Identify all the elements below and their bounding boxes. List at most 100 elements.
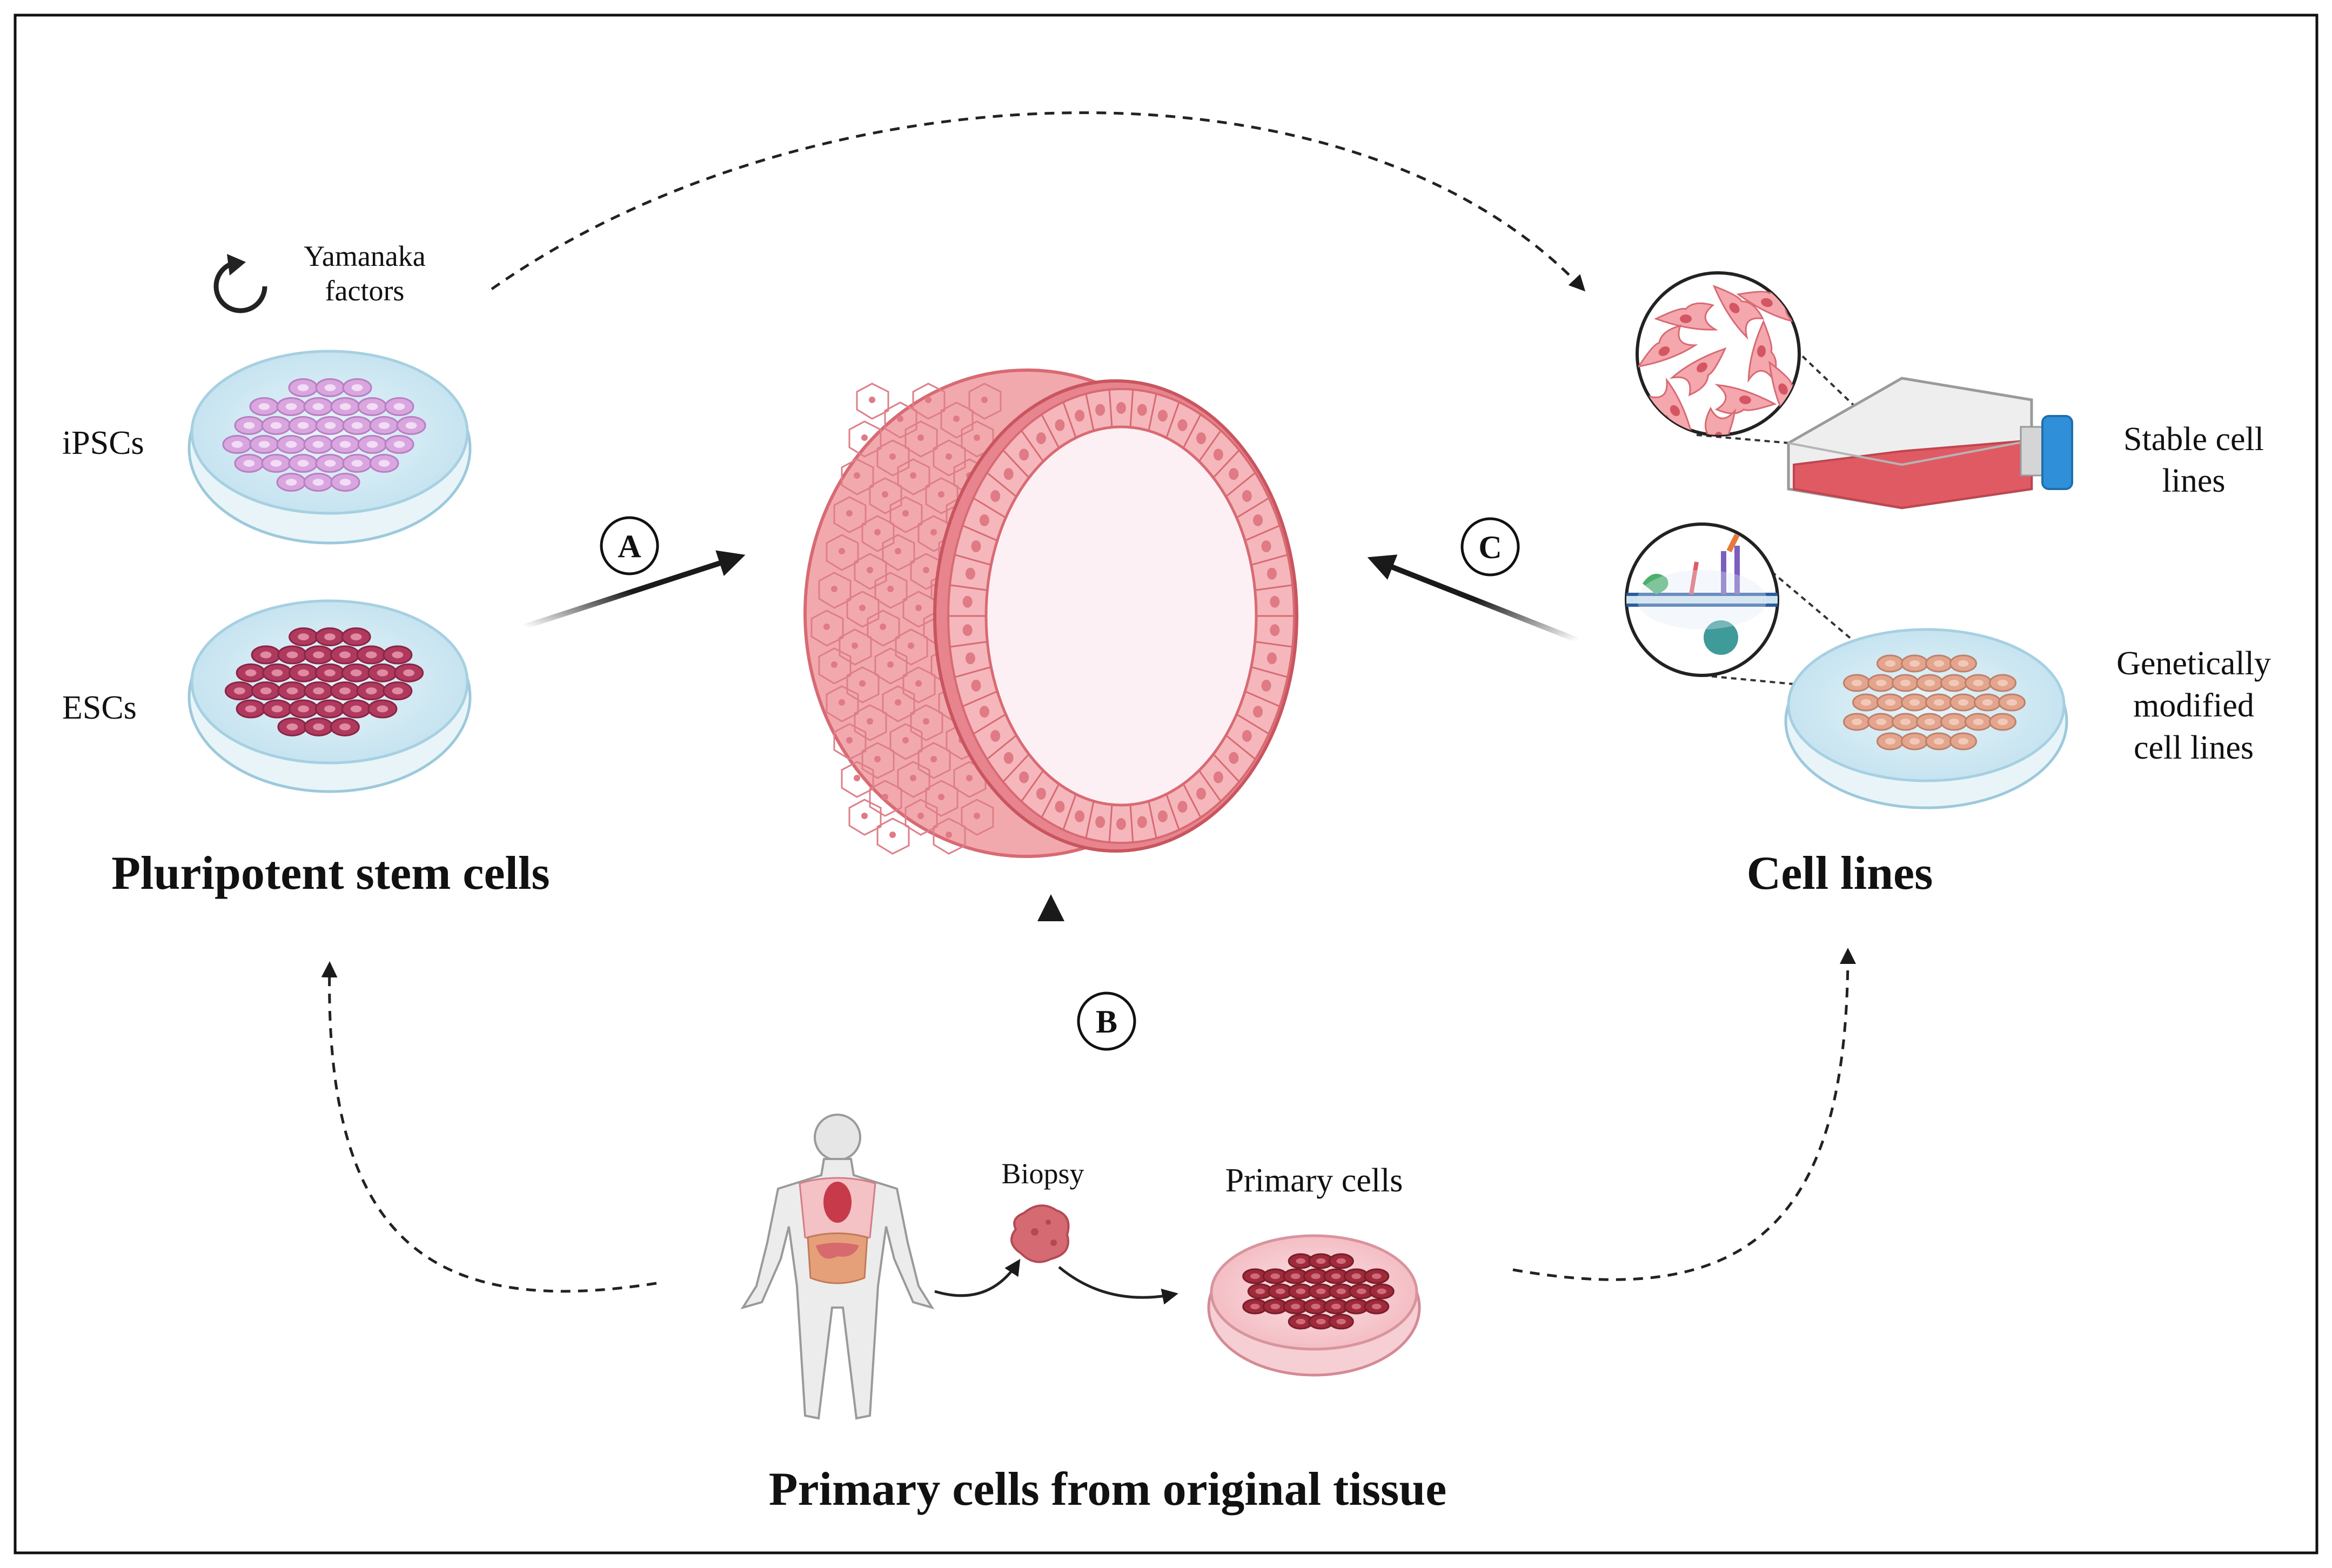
gm-cell [1901, 732, 1928, 751]
organoid-cell-border [1108, 805, 1113, 843]
gm-cell [1877, 654, 1904, 673]
biopsy-label: Biopsy [1001, 1157, 1084, 1190]
organoid-cell-border [1002, 450, 1030, 479]
primary-cell [1364, 1268, 1390, 1284]
primary-cells-label: Primary cells [1225, 1162, 1403, 1199]
gm-cell [1949, 732, 1977, 751]
figure-frame [14, 14, 2318, 1554]
esc-cell [304, 681, 334, 701]
ipsc-cell [303, 473, 333, 492]
organoid-cell-border [1129, 805, 1134, 843]
dashed-arc-pluripotent-to-cell-lines [491, 111, 1586, 292]
organoid-cell-nucleus [1242, 730, 1252, 742]
cell-lines-heading: Cell lines [1747, 847, 1933, 900]
primary-cell [1343, 1298, 1369, 1315]
ipsc-cell [384, 435, 414, 454]
organoid-surface-nucleus [974, 434, 980, 441]
organoid-surface-nucleus [895, 548, 901, 554]
gm-cell [1989, 713, 2016, 731]
primary-cell [1283, 1298, 1309, 1315]
esc-cell [383, 645, 413, 665]
primary-cell [1323, 1298, 1349, 1315]
organoid-cell-border [1198, 770, 1222, 802]
organoid-cell-nucleus [1137, 816, 1147, 828]
organoid-surface-cell [826, 685, 859, 722]
organoid-surface-nucleus [823, 624, 830, 630]
organoid-illustration [803, 368, 1298, 858]
gm-label-line2: modified [2133, 687, 2254, 724]
organoid-surface-cell [904, 420, 938, 458]
svg-text:B: B [1096, 1004, 1117, 1040]
organoid-cell-border [1236, 713, 1270, 735]
ipsc-cell [330, 435, 360, 454]
organoid-surface-nucleus [867, 718, 873, 725]
gm-cell [1901, 693, 1928, 712]
escs-label: ESCs [62, 689, 137, 726]
organoid-surface-nucleus [854, 472, 860, 479]
organoid-cell-nucleus [1261, 540, 1271, 553]
organoid-surface-cell [897, 761, 930, 798]
gm-cell [1925, 654, 1953, 673]
organoid-cell-nucleus [1213, 448, 1223, 461]
primary-cell [1283, 1268, 1309, 1284]
ipsc-cell [315, 416, 345, 435]
esc-cell [289, 699, 319, 719]
organoid-cell-nucleus [1196, 432, 1207, 445]
ipsc-cell [276, 473, 306, 492]
organoid-surface-nucleus [915, 680, 922, 687]
ipsc-cell [369, 416, 399, 435]
organoid-surface-cell [912, 383, 946, 420]
esc-cell [394, 663, 424, 682]
organoid-cell-nucleus [979, 514, 989, 526]
organoid-surface-nucleus [930, 529, 937, 535]
stable-label-line2: lines [2162, 463, 2225, 499]
organoid-surface-cell [897, 458, 930, 495]
organoid-surface-cell [826, 534, 859, 571]
organoid-cell-border [986, 734, 1017, 760]
gm-cell [1965, 674, 1992, 692]
organoid-cell-border [954, 554, 991, 566]
organoid-surface-nucleus [867, 567, 873, 573]
organoid-surface-cell [833, 723, 867, 760]
organoid-cell-nucleus [1003, 752, 1014, 764]
ipsc-cell [342, 454, 372, 473]
organoid-surface-nucleus [981, 397, 988, 403]
organoid-cell-border [1021, 430, 1044, 462]
organoid-cell-nucleus [1261, 679, 1271, 692]
gm-cell [1940, 713, 1968, 731]
yamanaka-label-line1: Yamanaka [304, 240, 425, 272]
organoid-cell-nucleus [1196, 787, 1207, 800]
primary-cell [1242, 1268, 1268, 1284]
organoid-surface-cell [882, 685, 915, 722]
organoid-cell-border [1212, 450, 1240, 479]
gm-cell [1852, 693, 1880, 712]
esc-cell [277, 681, 307, 701]
organoid-cell-border [1148, 393, 1157, 431]
organoid-cell-border [1165, 794, 1180, 830]
fibroblast-cell [1637, 324, 1698, 368]
fibroblast-cell [1768, 360, 1799, 424]
esc-cell [262, 663, 292, 682]
fibroblast-cell [1669, 347, 1727, 397]
primary-cell [1328, 1253, 1354, 1269]
gm-dish [1784, 628, 2068, 809]
yamanaka-cycle-icon [213, 254, 267, 313]
organoid-cell-nucleus [962, 595, 973, 608]
route-a-badge: A [600, 516, 659, 575]
organoid-surface-cell [867, 609, 900, 647]
organoid-surface-nucleus [902, 510, 909, 517]
ipsc-cell [276, 435, 306, 454]
organoid-surface-cell [882, 534, 915, 571]
organoid-cell-border [949, 641, 988, 648]
organoid-surface-nucleus [925, 397, 932, 403]
organoid-cell-nucleus [1036, 432, 1046, 445]
ipsc-cell [288, 378, 318, 397]
ipsc-cell [288, 454, 318, 473]
organoid-surface-nucleus [869, 397, 875, 403]
organoid-surface-cell [889, 723, 923, 760]
organoid-cell-nucleus [962, 624, 973, 636]
esc-cell [251, 645, 281, 665]
organoid-cell-nucleus [971, 540, 981, 553]
organoid-cell-border [1165, 401, 1180, 438]
organoid-cell-nucleus [1137, 404, 1147, 416]
